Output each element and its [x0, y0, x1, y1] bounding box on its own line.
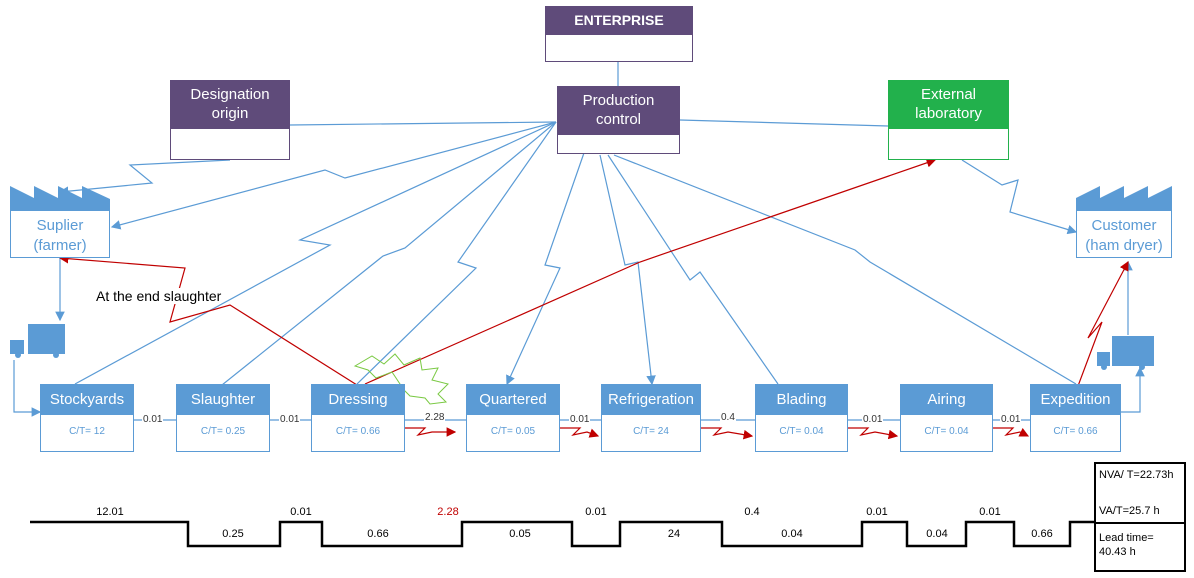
supplier-factory-icon: [10, 186, 110, 210]
process-airing-name: Airing: [901, 385, 992, 415]
info-link-stockyards: [74, 121, 557, 385]
process-stockyards-cycle-time: C/T= 12: [69, 426, 105, 437]
flow-time: 0.01: [279, 414, 301, 425]
info-link-laboratory: [679, 119, 889, 127]
timeline-lower-value: 0.66: [1031, 528, 1053, 540]
info-link-slaughter: [221, 121, 557, 386]
info-link-dressing: [356, 121, 557, 385]
customer-box[interactable]: Customer (ham dryer): [1076, 210, 1172, 258]
designation-origin-label: Designation origin: [190, 86, 270, 122]
customer-truck-icon: [1097, 336, 1154, 370]
summary-box: [1094, 462, 1186, 572]
process-quartered-name: Quartered: [467, 385, 559, 415]
summary-divider: [1096, 522, 1184, 524]
customer-factory-icon: [1076, 186, 1172, 210]
electronic-link-lab: [364, 158, 937, 385]
process-quartered-cycle-time: C/T= 0.05: [490, 426, 536, 437]
process-stockyards-name: Stockyards: [41, 385, 133, 415]
info-link-designation: [289, 121, 557, 126]
kaizen-burst: [353, 353, 449, 405]
info-link-quartered: [506, 149, 586, 386]
timeline-upper-value: 0.01: [979, 506, 1001, 518]
info-link-blading: [607, 154, 779, 385]
flow-time: 0.01: [569, 414, 591, 425]
process-refrigeration[interactable]: Refrigeration C/T= 24: [601, 384, 701, 452]
process-blading-name: Blading: [756, 385, 847, 415]
slaughter-annotation: At the end slaughter: [96, 288, 222, 304]
process-dressing-name: Dressing: [312, 385, 404, 415]
process-slaughter-cycle-time: C/T= 0.25: [200, 426, 246, 437]
electronic-arrow-1: [405, 427, 457, 437]
process-dressing[interactable]: Dressing C/T= 0.66: [311, 384, 405, 452]
external-laboratory-title: External laboratory: [889, 81, 1008, 129]
process-blading[interactable]: Blading C/T= 0.04: [755, 384, 848, 452]
electronic-arrow-4: [848, 427, 899, 440]
flow-time: 2.28: [424, 412, 446, 423]
process-slaughter[interactable]: Slaughter C/T= 0.25: [176, 384, 270, 452]
electronic-arrow-5: [993, 427, 1030, 437]
timeline-lower-value: 0.05: [509, 528, 531, 540]
timeline-line: [30, 520, 1094, 548]
process-refrigeration-name: Refrigeration: [602, 385, 700, 415]
summary-lead-time: Lead time= 40.43 h: [1099, 532, 1154, 559]
designation-origin-box[interactable]: Designation origin: [170, 80, 290, 160]
timeline-lower-value: 0.04: [926, 528, 948, 540]
process-dressing-cycle-time: C/T= 0.66: [335, 426, 381, 437]
external-laboratory-label: External laboratory: [915, 86, 982, 122]
supplier-truck-icon: [10, 324, 65, 358]
process-refrigeration-cycle-time: C/T= 24: [633, 426, 669, 437]
production-control-title: Production control: [558, 87, 679, 135]
summary-va: VA/T=25.7 h: [1099, 505, 1160, 517]
timeline-upper-value: 0.01: [585, 506, 607, 518]
flow-time: 0.01: [142, 414, 164, 425]
timeline-upper-value: 12.01: [96, 506, 124, 518]
timeline-upper-value: 2.28: [437, 506, 459, 518]
flow-time: 0.01: [862, 414, 884, 425]
enterprise-box[interactable]: ENTERPRISE: [545, 6, 693, 62]
production-control-box[interactable]: Production control: [557, 86, 680, 154]
process-expedition[interactable]: Expedition C/T= 0.66: [1030, 384, 1121, 452]
electronic-arrow-2: [560, 427, 600, 438]
truck-to-stockyards: [13, 360, 42, 417]
flow-time: 0.4: [720, 412, 736, 423]
electronic-arrow-3: [701, 427, 754, 440]
timeline-lower-value: 0.25: [222, 528, 244, 540]
production-control-label: Production control: [582, 92, 655, 128]
timeline-lower-value: 0.66: [367, 528, 389, 540]
process-slaughter-name: Slaughter: [177, 385, 269, 415]
enterprise-title: ENTERPRISE: [546, 7, 692, 35]
summary-nva: NVA/ T=22.73h: [1099, 469, 1174, 481]
timeline-upper-value: 0.4: [744, 506, 760, 518]
flow-time: 0.01: [1000, 414, 1022, 425]
process-blading-cycle-time: C/T= 0.04: [779, 426, 824, 437]
process-stockyards[interactable]: Stockyards C/T= 12: [40, 384, 134, 452]
expedition-to-truck: [1121, 366, 1145, 413]
timeline-upper-value: 0.01: [290, 506, 312, 518]
timeline-upper-value: 0.01: [866, 506, 888, 518]
timeline-lower-value: 0.04: [781, 528, 803, 540]
info-link-lab-customer: [961, 159, 1078, 235]
info-link-designation-supplier: [58, 159, 231, 196]
external-laboratory-box[interactable]: External laboratory: [888, 80, 1009, 160]
info-link-expedition: [613, 154, 1077, 385]
info-link-supplier: [110, 121, 557, 230]
process-expedition-name: Expedition: [1031, 385, 1120, 415]
supplier-label: Suplier (farmer): [33, 217, 87, 254]
info-link-refrigeration: [599, 154, 656, 386]
designation-origin-title: Designation origin: [171, 81, 289, 129]
supplier-box[interactable]: Suplier (farmer): [10, 210, 110, 258]
enterprise-label: ENTERPRISE: [574, 12, 664, 29]
process-airing-cycle-time: C/T= 0.04: [924, 426, 969, 437]
electronic-link-customer: [1077, 260, 1129, 387]
process-quartered[interactable]: Quartered C/T= 0.05: [466, 384, 560, 452]
process-expedition-cycle-time: C/T= 0.66: [1053, 426, 1098, 437]
customer-label: Customer (ham dryer): [1085, 217, 1163, 254]
electronic-link-dressing-supplier: [58, 253, 358, 386]
timeline-lower-value: 24: [667, 528, 681, 540]
process-airing[interactable]: Airing C/T= 0.04: [900, 384, 993, 452]
